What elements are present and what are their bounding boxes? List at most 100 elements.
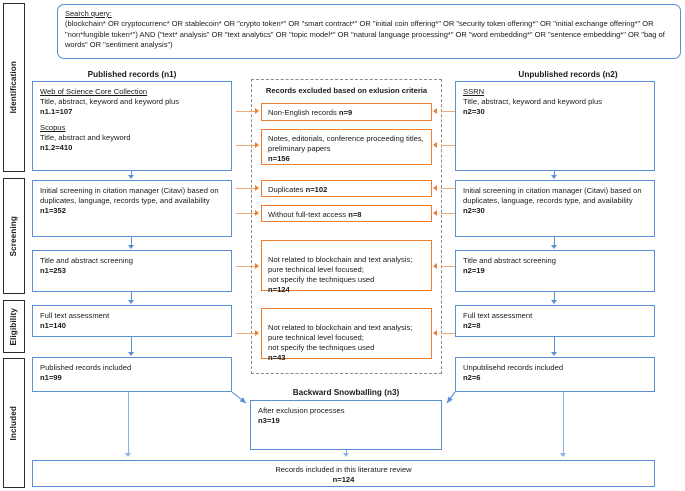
connector-arrow bbox=[343, 453, 349, 457]
source-count-scopus: n1.2=410 bbox=[40, 143, 73, 153]
connector-line bbox=[128, 392, 130, 454]
feed-line-right bbox=[446, 391, 456, 404]
exclusion-connector-line bbox=[441, 213, 455, 215]
box-published-sources: Web of Science Core Collection Title, ab… bbox=[32, 81, 232, 171]
exclusion-connector-arrow bbox=[255, 263, 259, 269]
connector-line bbox=[554, 337, 556, 353]
exclusion-text: Duplicates bbox=[268, 185, 306, 194]
box-count: n2=30 bbox=[463, 206, 485, 216]
connector-line bbox=[131, 237, 133, 246]
box-final-records-included: Records included in this literature revi… bbox=[32, 460, 655, 487]
search-query-box: Search query: (blockchain* OR cryptocurr… bbox=[57, 4, 681, 59]
exclusion-box-notes-editorials: Notes, editorials, conference proceeding… bbox=[261, 129, 432, 165]
source-name-scopus: Scopus bbox=[40, 123, 66, 133]
box-text: Initial screening in citation manager (C… bbox=[40, 186, 219, 206]
connector-line bbox=[563, 392, 565, 454]
connector-arrow bbox=[128, 245, 134, 249]
exclusion-connector-line bbox=[236, 266, 256, 268]
exclusion-connector-line bbox=[236, 213, 256, 215]
exclusion-box-not-related-43: Not related to blockchain and text analy… bbox=[261, 308, 432, 363]
box-count: n2=19 bbox=[463, 266, 485, 276]
box-initial-screening-left: Initial screening in citation manager (C… bbox=[32, 180, 232, 237]
box-text: Title and abstract screening bbox=[40, 256, 134, 265]
exclusion-connector-line bbox=[441, 266, 455, 268]
exclusion-connector-line bbox=[441, 111, 455, 113]
stage-label-eligibility: Eligibility bbox=[3, 300, 25, 353]
column-heading-published: Published records (n1) bbox=[87, 70, 177, 79]
exclusion-connector-arrow bbox=[433, 210, 437, 216]
source-name-wos: Web of Science Core Collection bbox=[40, 87, 148, 96]
source-count-wos: n1.1=107 bbox=[40, 107, 73, 117]
exclusion-box-no-full-text: Without full-text access n=8 bbox=[261, 205, 432, 222]
connector-line bbox=[554, 292, 556, 301]
box-full-text-assessment-right: Full text assessment n2=8 bbox=[455, 305, 655, 337]
snowballing-heading: Backward Snowballing (n3) bbox=[292, 388, 400, 397]
box-full-text-assessment-left: Full text assessment n1=140 bbox=[32, 305, 232, 337]
connector-arrow bbox=[128, 352, 134, 356]
box-text: Initial screening in citation manager (C… bbox=[463, 186, 642, 206]
exclusion-connector-arrow bbox=[433, 185, 437, 191]
exclusion-text: Not related to blockchain and text analy… bbox=[268, 255, 413, 285]
exclusion-text: Not related to blockchain and text analy… bbox=[268, 323, 413, 353]
exclusion-connector-line bbox=[236, 145, 256, 147]
search-query-label: Search query: bbox=[65, 9, 112, 18]
connector-arrow bbox=[551, 300, 557, 304]
box-title-abstract-screening-left: Title and abstract screening n1=253 bbox=[32, 250, 232, 292]
box-backward-snowballing: After exclusion processes n3=19 bbox=[250, 400, 442, 450]
exclusion-count: n=102 bbox=[305, 185, 328, 194]
source-fields-scopus: Title, abstract and keyword bbox=[40, 133, 131, 143]
exclusion-count: n=124 bbox=[268, 285, 290, 295]
connector-line bbox=[554, 237, 556, 246]
box-count: n1=352 bbox=[40, 206, 66, 216]
exclusion-box-duplicates: Duplicates n=102 bbox=[261, 180, 432, 197]
box-count: n1=140 bbox=[40, 321, 66, 331]
box-unpublished-records-included: Unpublisehd records included n2=6 bbox=[455, 357, 655, 392]
exclusion-connector-arrow bbox=[255, 142, 259, 148]
connector-line bbox=[131, 292, 133, 301]
box-count: n=124 bbox=[332, 475, 355, 485]
connector-arrow bbox=[128, 300, 134, 304]
source-fields-wos: Title, abstract, keyword and keyword plu… bbox=[40, 97, 179, 107]
box-unpublished-sources: SSRN Title, abstract, keyword and keywor… bbox=[455, 81, 655, 171]
box-title-abstract-screening-right: Title and abstract screening n2=19 bbox=[455, 250, 655, 292]
exclusion-connector-arrow bbox=[433, 263, 437, 269]
stage-label-screening: Screening bbox=[3, 178, 25, 294]
connector-line bbox=[554, 171, 556, 176]
exclusion-connector-line bbox=[236, 188, 256, 190]
box-text: Unpublisehd records included bbox=[463, 363, 564, 372]
exclusion-connector-arrow bbox=[255, 185, 259, 191]
box-text: Records included in this literature revi… bbox=[275, 465, 412, 474]
exclusion-box-not-related-124: Not related to blockchain and text analy… bbox=[261, 240, 432, 295]
column-heading-unpublished: Unpublished records (n2) bbox=[518, 70, 618, 79]
exclusion-connector-arrow bbox=[255, 108, 259, 114]
exclusion-connector-arrow bbox=[255, 330, 259, 336]
box-count: n1=99 bbox=[40, 373, 62, 383]
source-fields-ssrn: Title, abstract, keyword and keyword plu… bbox=[463, 97, 602, 107]
exclusion-text: Notes, editorials, conference proceeding… bbox=[268, 134, 424, 154]
source-name-ssrn: SSRN bbox=[463, 87, 485, 96]
exclusion-connector-arrow bbox=[433, 330, 437, 336]
stage-label-identification: Identification bbox=[3, 3, 25, 172]
connector-line bbox=[131, 337, 133, 353]
exclusion-connector-line bbox=[441, 333, 455, 335]
exclusion-connector-line bbox=[236, 111, 256, 113]
source-count-ssrn: n2=30 bbox=[463, 107, 485, 117]
exclusion-connector-arrow bbox=[433, 108, 437, 114]
connector-line bbox=[346, 450, 348, 455]
exclusion-count: n=43 bbox=[268, 353, 286, 363]
box-published-records-included: Published records included n1=99 bbox=[32, 357, 232, 392]
feed-line-left bbox=[231, 391, 247, 404]
box-count: n1=253 bbox=[40, 266, 66, 276]
exclusion-criteria-title: Records excluded based on exlusion crite… bbox=[265, 86, 428, 95]
box-count: n2=8 bbox=[463, 321, 481, 331]
exclusion-connector-arrow bbox=[255, 210, 259, 216]
box-text: Title and abstract screening bbox=[463, 256, 557, 265]
exclusion-connector-line bbox=[441, 188, 455, 190]
exclusion-count: n=156 bbox=[268, 154, 290, 164]
box-initial-screening-right: Initial screening in citation manager (C… bbox=[455, 180, 655, 237]
exclusion-connector-arrow bbox=[433, 142, 437, 148]
exclusion-connector-line bbox=[236, 333, 256, 335]
connector-line bbox=[131, 171, 133, 176]
